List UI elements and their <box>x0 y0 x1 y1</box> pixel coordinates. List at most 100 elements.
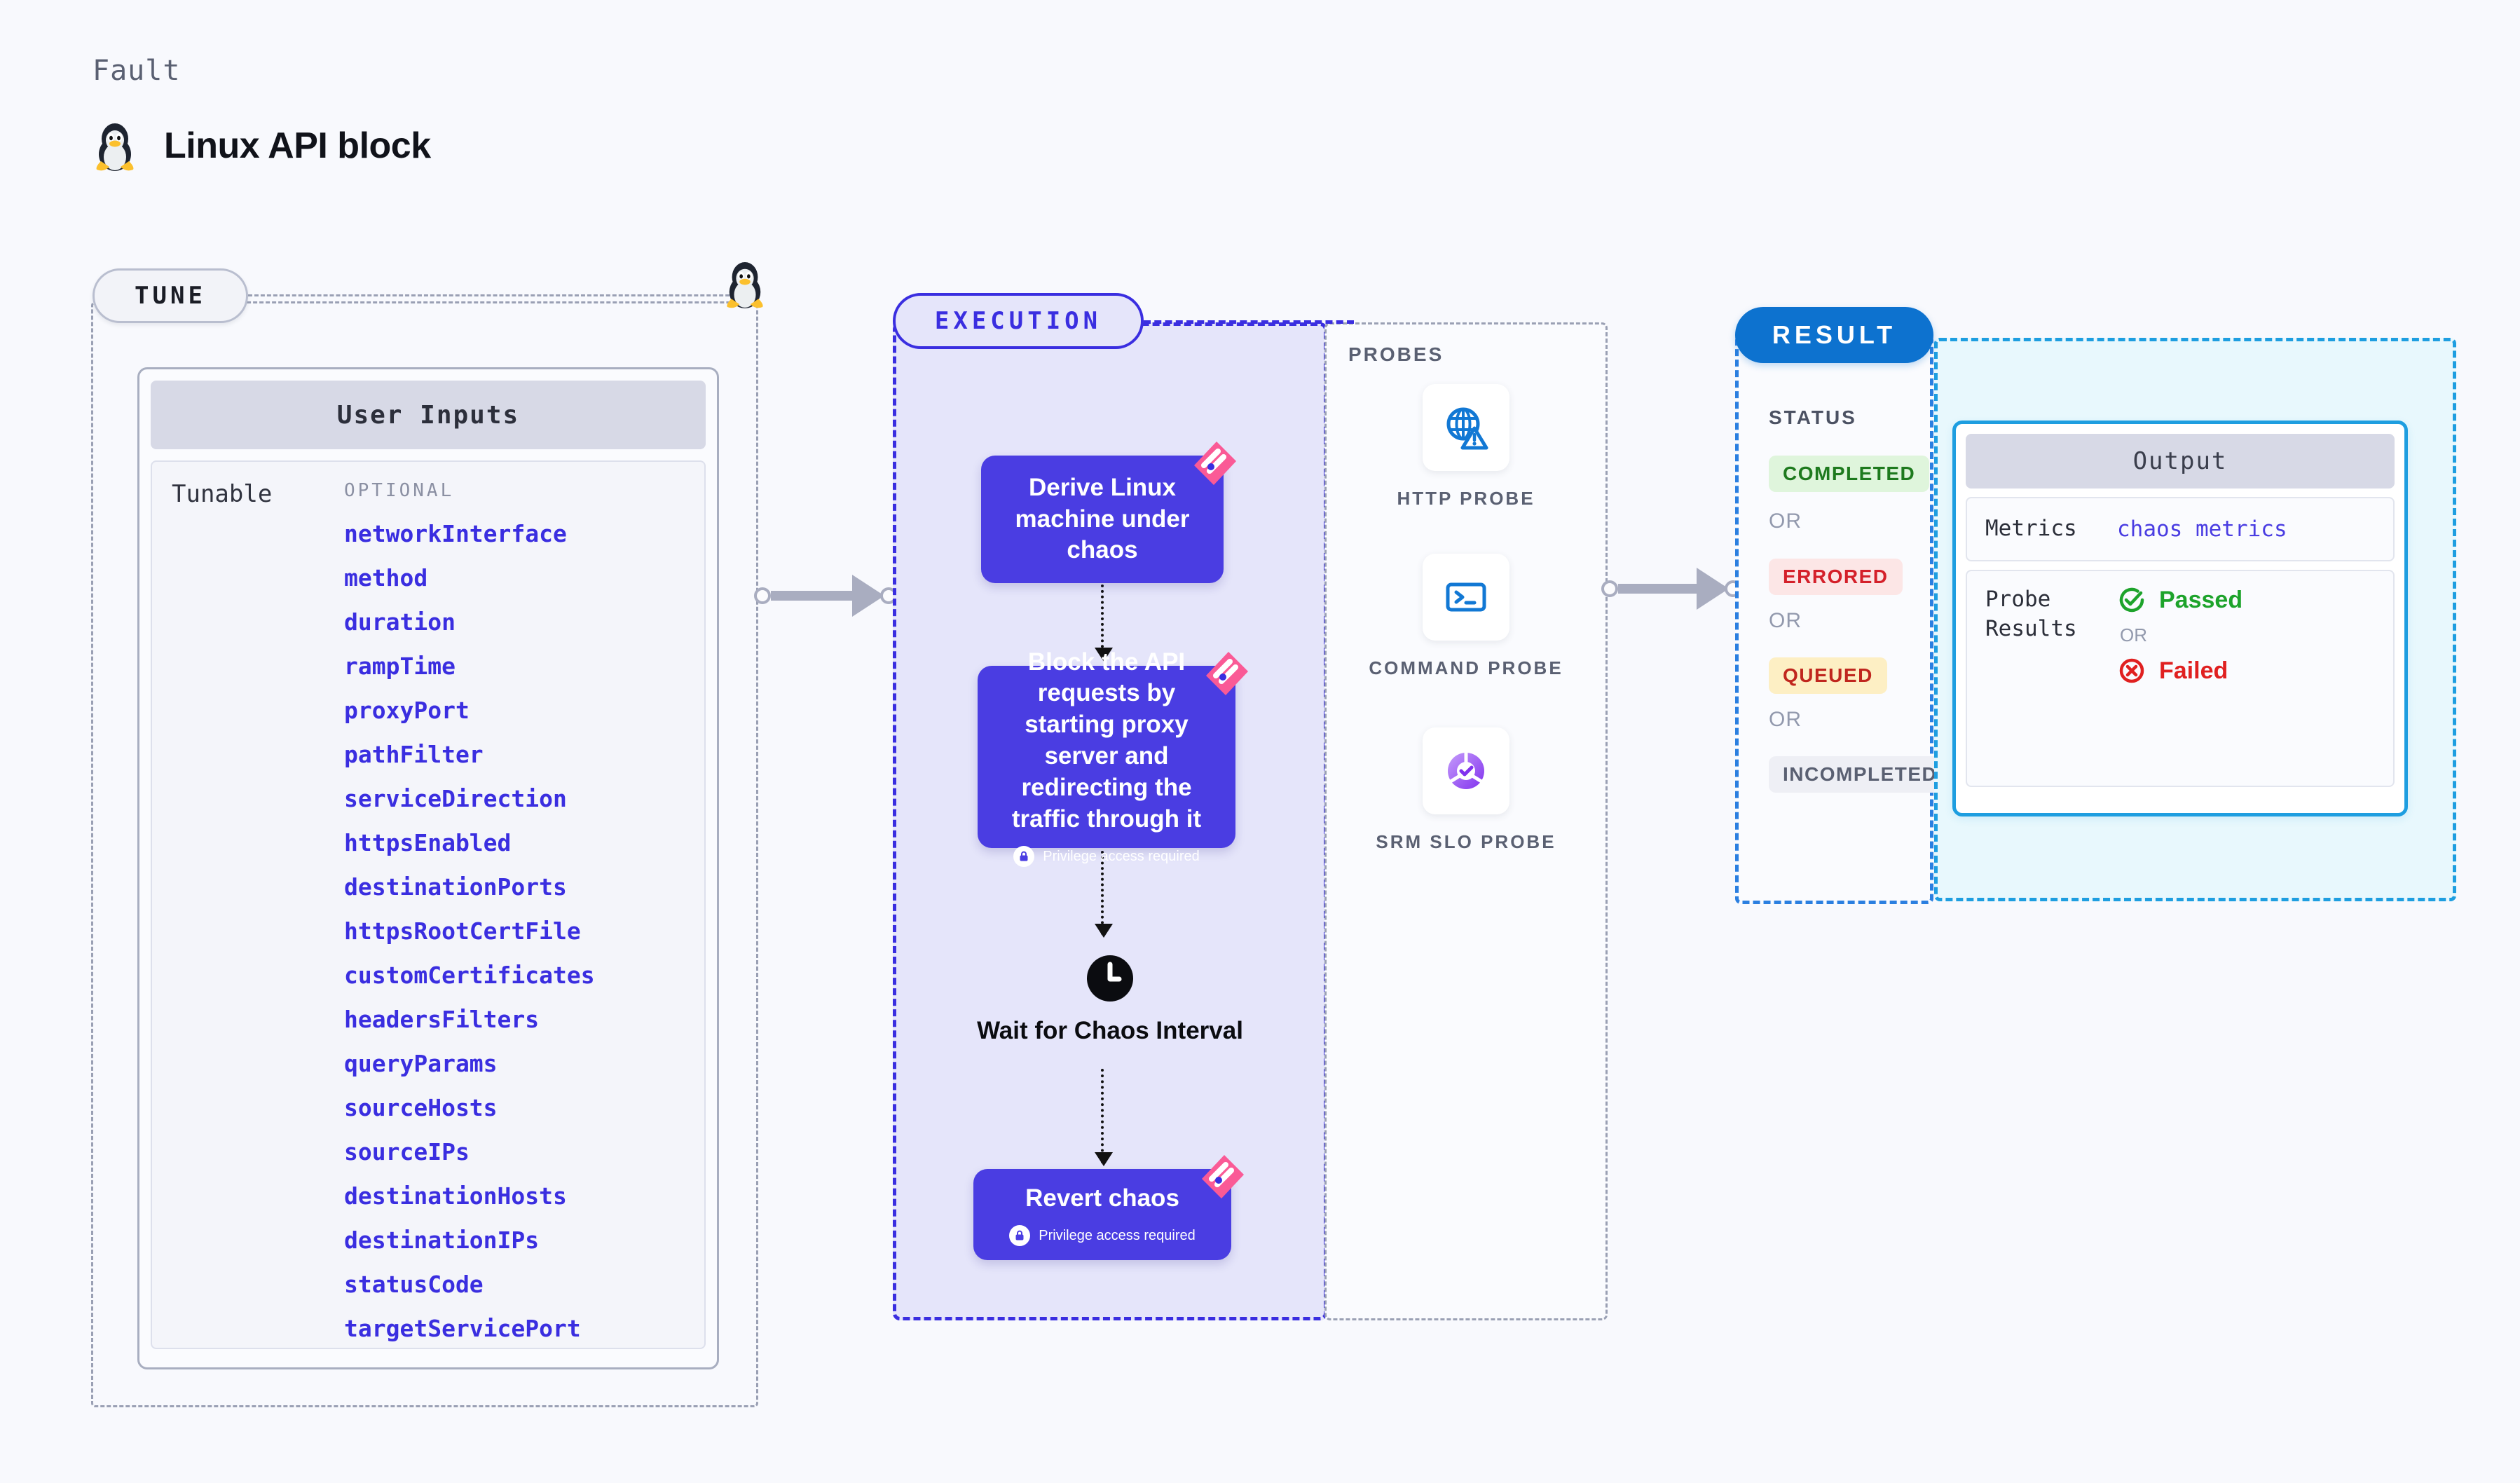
tunable-item[interactable]: httpsEnabled <box>344 829 512 856</box>
probe-tile <box>1423 384 1509 471</box>
tunable-item[interactable]: customCertificates <box>344 962 595 989</box>
probe-results-values: Passed OR Failed <box>2117 585 2242 772</box>
probe-results-key-text: Probe Results <box>1985 587 2077 641</box>
chaos-flag-icon <box>1202 1155 1244 1198</box>
lock-icon <box>1009 1225 1031 1247</box>
status-badge-label: ERRORED <box>1783 566 1889 587</box>
tunable-item[interactable]: method <box>344 564 428 592</box>
probe-tile <box>1423 554 1509 641</box>
tunable-panel: Tunable OPTIONAL networkInterface method… <box>151 460 706 1349</box>
result-pill-label: RESULT <box>1772 320 1897 349</box>
passed-label: Passed <box>2159 586 2243 613</box>
tunable-item[interactable]: statusCode <box>344 1271 484 1298</box>
connector-tune-to-execution <box>754 575 897 617</box>
execution-pill-label: EXECUTION <box>934 307 1102 335</box>
execution-node-label: Revert chaos <box>1025 1184 1179 1212</box>
chaos-flag-icon <box>1206 652 1248 695</box>
tunable-item[interactable]: sourceIPs <box>344 1138 470 1166</box>
connector-arrowhead <box>852 575 884 617</box>
tunable-item[interactable]: targetServicePort <box>344 1315 581 1342</box>
status-badge-incompleted: INCOMPLETED <box>1769 756 1952 793</box>
tunable-item[interactable]: destinationHosts <box>344 1182 567 1210</box>
tunable-item[interactable]: pathFilter <box>344 741 484 768</box>
tunable-item[interactable]: rampTime <box>344 652 456 680</box>
probes-section-title: PROBES <box>1348 343 1444 365</box>
x-circle-icon <box>2119 658 2144 683</box>
fault-eyebrow-label: Fault <box>93 55 181 87</box>
optional-group-label: OPTIONAL <box>344 480 455 501</box>
status-badge-label: COMPLETED <box>1783 463 1916 484</box>
execution-node-label: Derive Linux machine under chaos <box>1015 473 1190 564</box>
connector-arrowhead <box>1697 568 1729 610</box>
tunable-item[interactable]: proxyPort <box>344 697 470 724</box>
chaos-flag-icon <box>1194 442 1236 485</box>
privilege-required-label: Privilege access required <box>1043 848 1200 864</box>
tune-pill-label: TUNE <box>135 282 206 310</box>
probe-result-failed: Failed <box>2117 656 2242 685</box>
execution-node-wait-interval[interactable]: Wait for Chaos Interval <box>893 955 1327 1047</box>
execution-node-label: Block the API requests by starting proxy… <box>1011 648 1202 833</box>
fault-title-row: Linux API block <box>93 119 431 172</box>
execution-node-revert-chaos[interactable]: Revert chaos Privilege access required <box>973 1155 1244 1260</box>
execution-dashed-connector <box>1144 320 1354 324</box>
status-badge-queued: QUEUED <box>1769 657 1887 694</box>
tunable-item[interactable]: duration <box>344 608 456 636</box>
probe-result-or: OR <box>2120 624 2147 645</box>
tunable-list: OPTIONAL networkInterface method duratio… <box>344 480 704 1348</box>
tunable-item[interactable]: httpsRootCertFile <box>344 917 581 945</box>
slo-donut-check-icon <box>1448 753 1484 789</box>
privilege-required-badge: Privilege access required <box>1009 1225 1196 1247</box>
result-section-pill[interactable]: RESULT <box>1735 307 1933 363</box>
flow-arrow-1 <box>1095 585 1113 662</box>
tunable-item[interactable]: headersFilters <box>344 1006 540 1033</box>
probe-command[interactable]: COMMAND PROBE <box>1324 554 1608 681</box>
probe-label: HTTP PROBE <box>1397 488 1535 509</box>
tunable-item[interactable]: destinationPorts <box>344 873 567 901</box>
probes-section-container <box>1324 322 1608 1320</box>
lock-icon <box>1013 846 1035 868</box>
status-badge-errored: ERRORED <box>1769 559 1903 595</box>
metrics-key-label: Metrics <box>1985 516 2077 542</box>
tunable-item[interactable]: destinationIPs <box>344 1226 540 1254</box>
execution-node-block-api[interactable]: Block the API requests by starting proxy… <box>978 648 1248 868</box>
status-or-3: OR <box>1769 708 1802 731</box>
execution-section-pill[interactable]: EXECUTION <box>893 293 1144 349</box>
output-card: Output Metrics chaos metrics Probe Resul… <box>1952 421 2408 816</box>
user-inputs-card: User Inputs Tunable OPTIONAL networkInte… <box>137 367 719 1369</box>
status-badge-completed: COMPLETED <box>1769 456 1930 492</box>
tunable-item[interactable]: networkInterface <box>344 520 567 547</box>
connector-shaft <box>771 591 852 601</box>
tunable-item[interactable]: serviceDirection <box>344 785 567 812</box>
tune-section-pill[interactable]: TUNE <box>93 268 248 323</box>
status-or-2: OR <box>1769 609 1802 632</box>
probe-results-key-label: Probe Results <box>1985 585 2117 772</box>
output-row-metrics: Metrics chaos metrics <box>1966 497 2395 561</box>
tunable-item[interactable]: sourceHosts <box>344 1094 498 1121</box>
linux-penguin-marker-icon <box>723 258 767 313</box>
probe-http[interactable]: HTTP PROBE <box>1324 384 1608 511</box>
terminal-icon <box>1446 582 1486 612</box>
output-row-probe-results: Probe Results Passed OR Failed <box>1966 570 2395 787</box>
probe-label: COMMAND PROBE <box>1369 657 1563 678</box>
privilege-required-label: Privilege access required <box>1039 1227 1196 1243</box>
tunable-item[interactable]: queryParams <box>344 1050 498 1077</box>
status-section-title: STATUS <box>1769 406 1857 428</box>
output-card-header: Output <box>1966 434 2395 488</box>
metrics-value-link[interactable]: chaos metrics <box>2117 517 2287 542</box>
probe-label: SRM SLO PROBE <box>1376 831 1556 852</box>
connector-execution-to-result <box>1601 568 1741 610</box>
status-badge-label: INCOMPLETED <box>1783 763 1938 785</box>
privilege-required-badge: Privilege access required <box>1013 846 1200 868</box>
tune-dashed-connector <box>248 294 748 296</box>
user-inputs-title: User Inputs <box>336 400 520 430</box>
connector-start-dot <box>754 587 771 604</box>
page-title: Linux API block <box>164 125 431 166</box>
flow-arrow-2 <box>1095 851 1113 938</box>
tune-section-container <box>91 301 758 1407</box>
probe-srm-slo[interactable]: SRM SLO PROBE <box>1324 727 1608 854</box>
output-title: Output <box>2132 447 2228 475</box>
result-status-container <box>1735 335 1933 904</box>
status-or-1: OR <box>1769 510 1802 533</box>
flow-arrow-3 <box>1095 1069 1113 1166</box>
execution-node-derive-machine[interactable]: Derive Linux machine under chaos <box>981 442 1236 583</box>
